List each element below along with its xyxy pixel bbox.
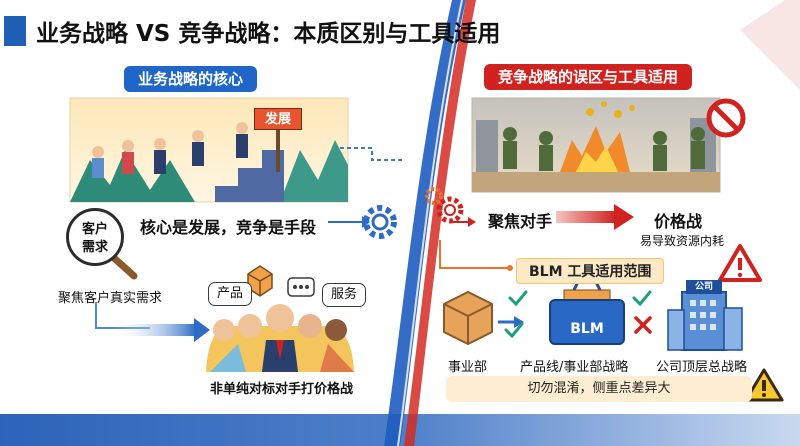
- customer-crowd-illustration: [206, 304, 354, 372]
- price-war-arrow: [556, 211, 616, 223]
- service-bubble: 服务: [322, 283, 367, 307]
- blm-toolbox-icon: [549, 280, 625, 345]
- business-strategy-heading: 业务战略的核心: [124, 66, 258, 92]
- business-unit-box-icon: [443, 290, 493, 346]
- gear-icon: [436, 196, 464, 224]
- check-icon: [504, 322, 524, 339]
- focus-customer-text: 聚焦客户真实需求: [58, 291, 163, 306]
- prohibited-icon: [706, 98, 746, 138]
- need-label-line2: 需求: [81, 240, 108, 255]
- growth-scene-illustration: [69, 97, 349, 203]
- resource-waste-text: 易导致资源内耗: [640, 234, 725, 248]
- price-war-text: 价格战: [654, 212, 703, 231]
- not-price-war-text: 非单纯对标对手打价格战: [210, 382, 354, 397]
- warning-icon: [718, 244, 762, 282]
- company-sign: 公司: [686, 280, 722, 294]
- caution-strip: 切勿混淆，侧重点差异大: [446, 376, 752, 402]
- product-bubble: 产品: [208, 282, 253, 306]
- building-icon: [667, 291, 743, 351]
- gear-icon: [363, 205, 397, 239]
- competitive-strategy-heading: 竞争战略的误区与工具适用: [484, 64, 693, 90]
- blm-scope-heading: BLM 工具适用范围: [516, 258, 665, 284]
- page-title: 业务战略 VS 竞争战略：本质区别与工具适用: [36, 21, 501, 47]
- corporate-strategy-label: 公司顶层总战略: [656, 360, 748, 375]
- check-icon: [632, 290, 652, 307]
- warning-icon: [744, 368, 784, 402]
- chat-icon: [287, 277, 315, 297]
- growth-sign: 发展: [254, 108, 302, 130]
- divider-red: [404, 0, 476, 446]
- check-icon: [508, 290, 528, 307]
- customer-need-magnifier: 客户 需求: [66, 208, 124, 266]
- divider-light: [397, 0, 463, 446]
- do-not-confuse-text: 切勿混淆，侧重点差异大: [527, 381, 671, 396]
- cross-icon: [634, 316, 652, 334]
- blm-label: BLM: [570, 321, 604, 337]
- need-label-line1: 客户: [81, 222, 108, 237]
- title-accent-bar: [4, 16, 26, 46]
- product-line-label: 产品线/事业部战略: [520, 360, 629, 375]
- business-unit-label: 事业部: [448, 360, 488, 375]
- core-statement: 核心是发展，竞争是手段: [140, 218, 317, 237]
- price-war-scene-illustration: [471, 97, 721, 193]
- magnifier-handle: [110, 254, 138, 280]
- focus-rival-text: 聚焦对手: [488, 212, 553, 231]
- right-accent: [740, 0, 800, 90]
- gear-icon: [425, 187, 443, 205]
